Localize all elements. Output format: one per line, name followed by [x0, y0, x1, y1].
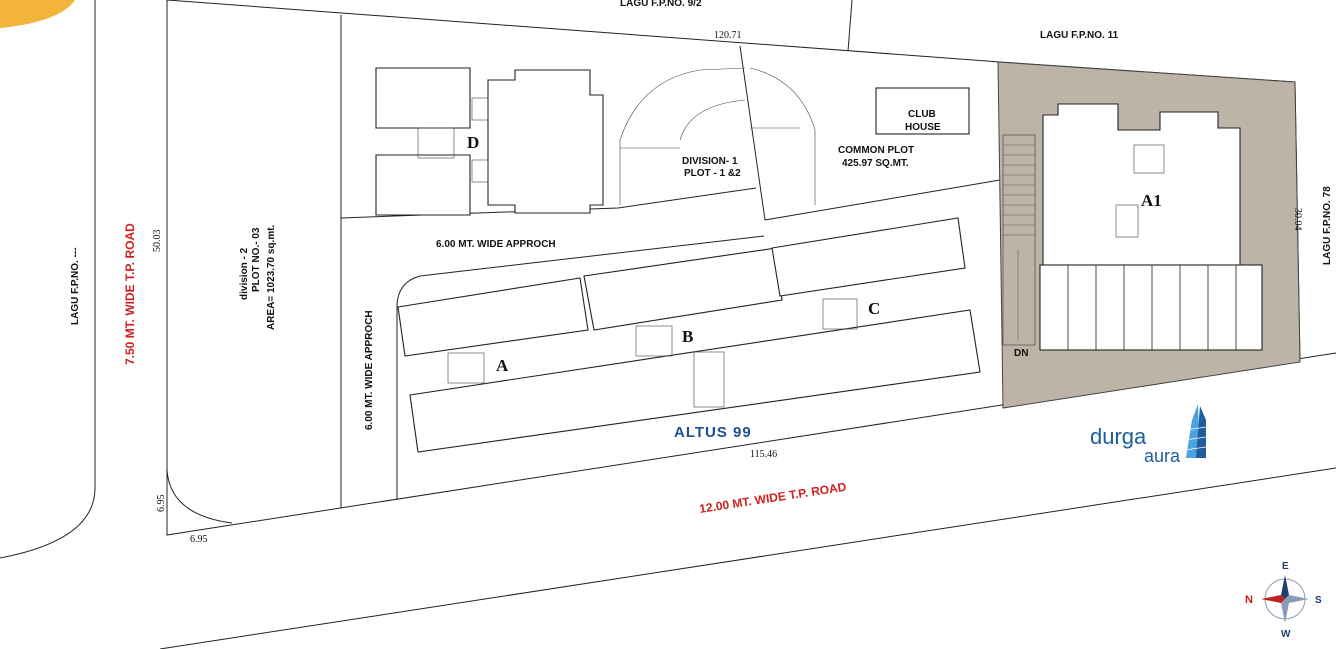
neighbour-boundary-top	[847, 0, 853, 52]
wing-a-label: A	[496, 356, 509, 375]
project-name: ALTUS 99	[674, 424, 752, 441]
road-label-south: 12.00 MT. WIDE T.P. ROAD	[698, 480, 847, 516]
neighbour-label-top: LAGU F.P.NO. 9/2	[620, 0, 702, 9]
a1-stair	[1133, 144, 1165, 174]
dimension-corner-vertical: 6.95	[156, 495, 167, 513]
wing-a1-label: A1	[1141, 191, 1162, 210]
approach-edge-mid	[764, 179, 1001, 221]
compass-s: S	[1315, 595, 1322, 606]
division1-fan-stair	[619, 67, 816, 205]
division1-line1: DIVISION- 1	[682, 156, 738, 167]
brand-logo: durga aura	[1090, 404, 1207, 466]
dimension-bottom: 115.46	[750, 449, 777, 460]
building-abc	[397, 217, 981, 453]
stair-note: DN	[1014, 348, 1028, 359]
club-house-line1: CLUB	[908, 109, 936, 120]
club-house-line2: HOUSE	[905, 122, 941, 133]
compass-icon	[1261, 575, 1309, 623]
wing-d-label: D	[467, 133, 479, 152]
compass-w: W	[1281, 629, 1291, 640]
neighbour-label-top-right: LAGU F.P.NO. 11	[1040, 30, 1119, 41]
dimension-corner-horizontal: 6.95	[190, 534, 208, 545]
plot-boundary	[166, 0, 1336, 536]
brand-word-1: durga	[1090, 424, 1147, 449]
approach-edge-join	[419, 235, 765, 277]
wing-b-label: B	[682, 327, 693, 346]
division1-line2: PLOT - 1 &2	[684, 168, 741, 179]
neighbour-label-right: LAGU F.P.NO. 78	[1322, 186, 1333, 265]
a1-parking	[1039, 264, 1263, 351]
approach-label-horizontal: 6.00 MT. WIDE APPROCH	[436, 239, 556, 250]
road-label-west: 7.50 MT. WIDE T.P. ROAD	[123, 223, 137, 365]
common-plot-line1: COMMON PLOT	[838, 145, 914, 156]
division2-line1: division - 2	[239, 247, 250, 300]
approach-edge-lower	[396, 275, 421, 500]
common-plot-line2: 425.97 SQ.MT.	[842, 158, 909, 169]
a1-lift	[1115, 204, 1139, 238]
brand-word-2: aura	[1144, 446, 1181, 466]
compass-e: E	[1282, 561, 1289, 572]
west-road-edge-left	[0, 0, 96, 559]
shaded-stair-block	[1002, 134, 1036, 346]
plot-corner-curve	[166, 469, 233, 524]
shaded-stair-lines	[1003, 144, 1035, 340]
compass-n: N	[1245, 594, 1253, 606]
approach-label-vertical: 6.00 MT. WIDE APPROCH	[364, 310, 375, 430]
neighbour-label-left: LAGU F.P.NO. ---	[70, 247, 81, 325]
division2-line3: AREA= 1023.70 sq.mt.	[266, 224, 277, 330]
a1-parking-bays	[1067, 265, 1237, 350]
wing-c-label: C	[868, 299, 880, 318]
division2-line2: PLOT NO.- 03	[251, 227, 262, 292]
dimension-right: 30.04	[1292, 208, 1303, 231]
south-road-edge	[159, 467, 1336, 649]
dimension-top: 120.71	[714, 30, 742, 41]
division1-boundary	[739, 45, 766, 221]
club-house-building	[875, 87, 970, 135]
building-d	[375, 67, 604, 216]
tower-icon	[1184, 404, 1207, 458]
corner-accent	[0, 0, 75, 28]
dimension-left: 50.03	[152, 230, 163, 253]
